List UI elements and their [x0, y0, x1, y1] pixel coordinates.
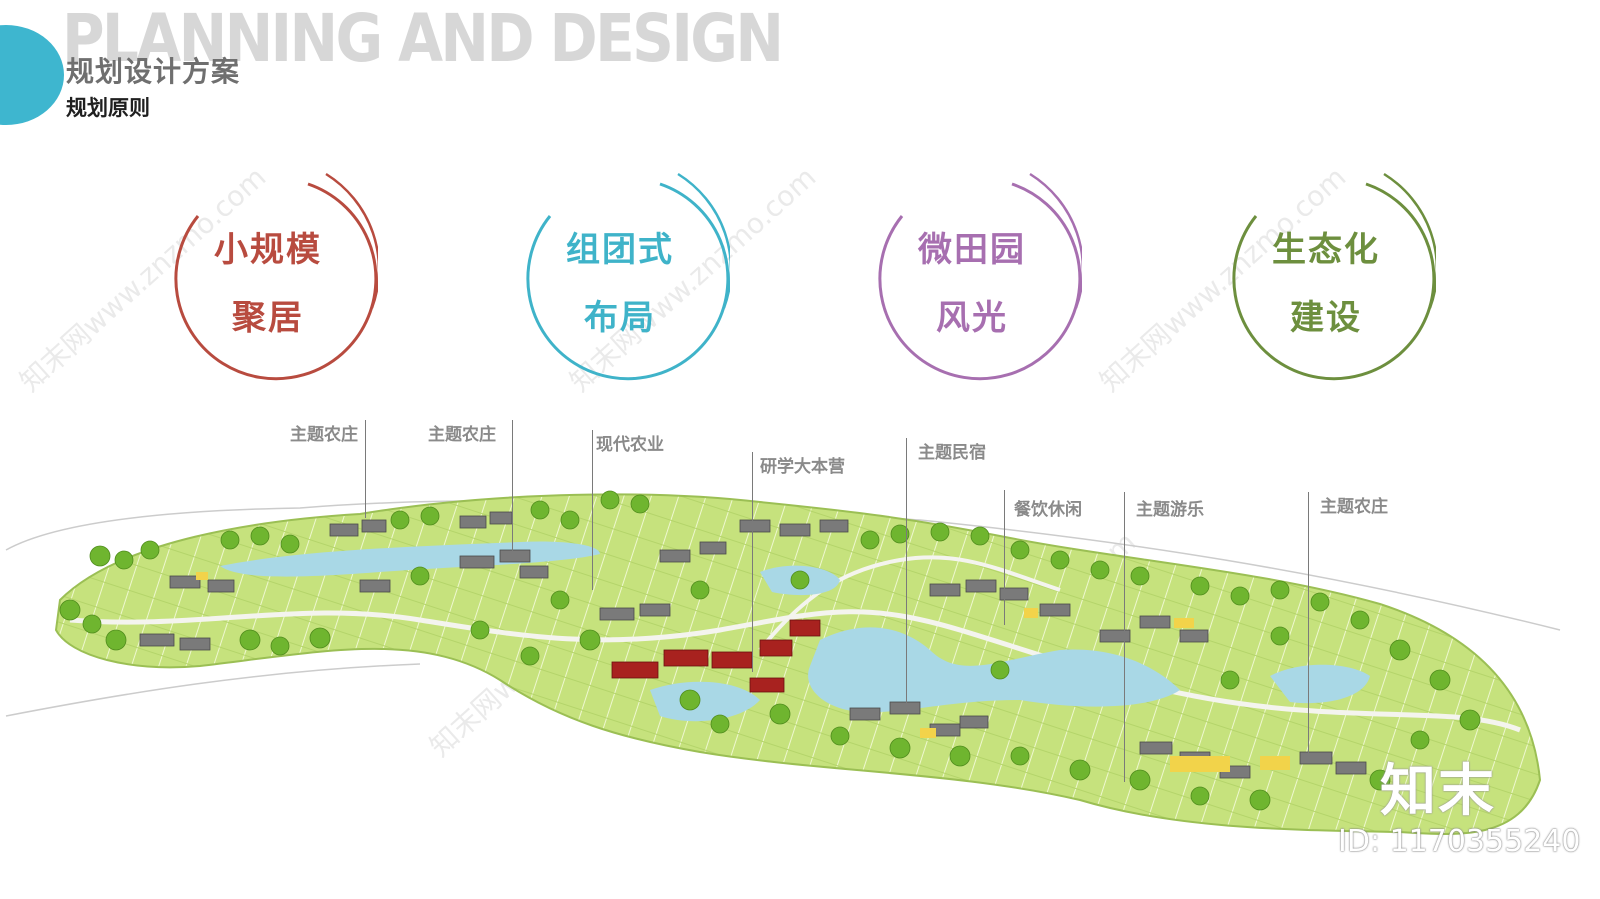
principle-line2: 布局 — [584, 298, 656, 338]
principle-ring — [526, 172, 730, 381]
principle-ring — [1232, 172, 1436, 381]
callout-leader — [1124, 492, 1125, 782]
callout-theme-farm-3: 主题农庄 — [1320, 497, 1388, 517]
callout-leader — [365, 420, 366, 518]
callout-leader — [592, 430, 593, 590]
master-plan-illustration — [5, 490, 1561, 835]
principle-line1: 生态化 — [1272, 230, 1380, 270]
callout-theme-amusement: 主题游乐 — [1136, 500, 1204, 520]
principle-line2: 聚居 — [232, 298, 304, 338]
principle-line2: 建设 — [1290, 298, 1362, 338]
watermark-logo: 知末 — [1380, 759, 1496, 824]
callout-leader — [1308, 492, 1309, 760]
callout-leader — [1004, 490, 1005, 625]
principle-ring — [174, 172, 378, 381]
principle-line1: 微田园 — [918, 230, 1026, 270]
page-subtitle: 规划原则 — [66, 96, 150, 120]
watermark-id: ID: 1170355240 — [1338, 824, 1581, 859]
callout-research-camp: 研学大本营 — [760, 457, 845, 477]
callout-leader — [752, 452, 753, 672]
callout-theme-farm-1: 主题农庄 — [290, 425, 358, 445]
principle-line1: 小规模 — [214, 230, 322, 270]
principle-line1: 组团式 — [566, 230, 674, 270]
callout-leader — [512, 420, 513, 560]
callout-theme-homestay: 主题民宿 — [918, 443, 986, 463]
principle-ring — [878, 172, 1082, 381]
corner-accent-circle — [0, 25, 64, 125]
page-title: 规划设计方案 — [66, 55, 241, 88]
principle-ecological: 生态化 建设 — [1216, 168, 1436, 388]
callout-leader — [906, 438, 907, 708]
callout-theme-farm-2: 主题农庄 — [428, 425, 496, 445]
background-title: PLANNING AND DESIGN — [62, 0, 784, 77]
principle-line2: 风光 — [936, 298, 1008, 338]
principle-cluster-layout: 组团式 布局 — [510, 168, 730, 388]
callout-dining-leisure: 餐饮休闲 — [1014, 500, 1082, 520]
principle-small-scale: 小规模 聚居 — [158, 168, 378, 388]
principle-micro-garden: 微田园 风光 — [862, 168, 1082, 388]
callout-modern-agriculture: 现代农业 — [596, 435, 664, 455]
